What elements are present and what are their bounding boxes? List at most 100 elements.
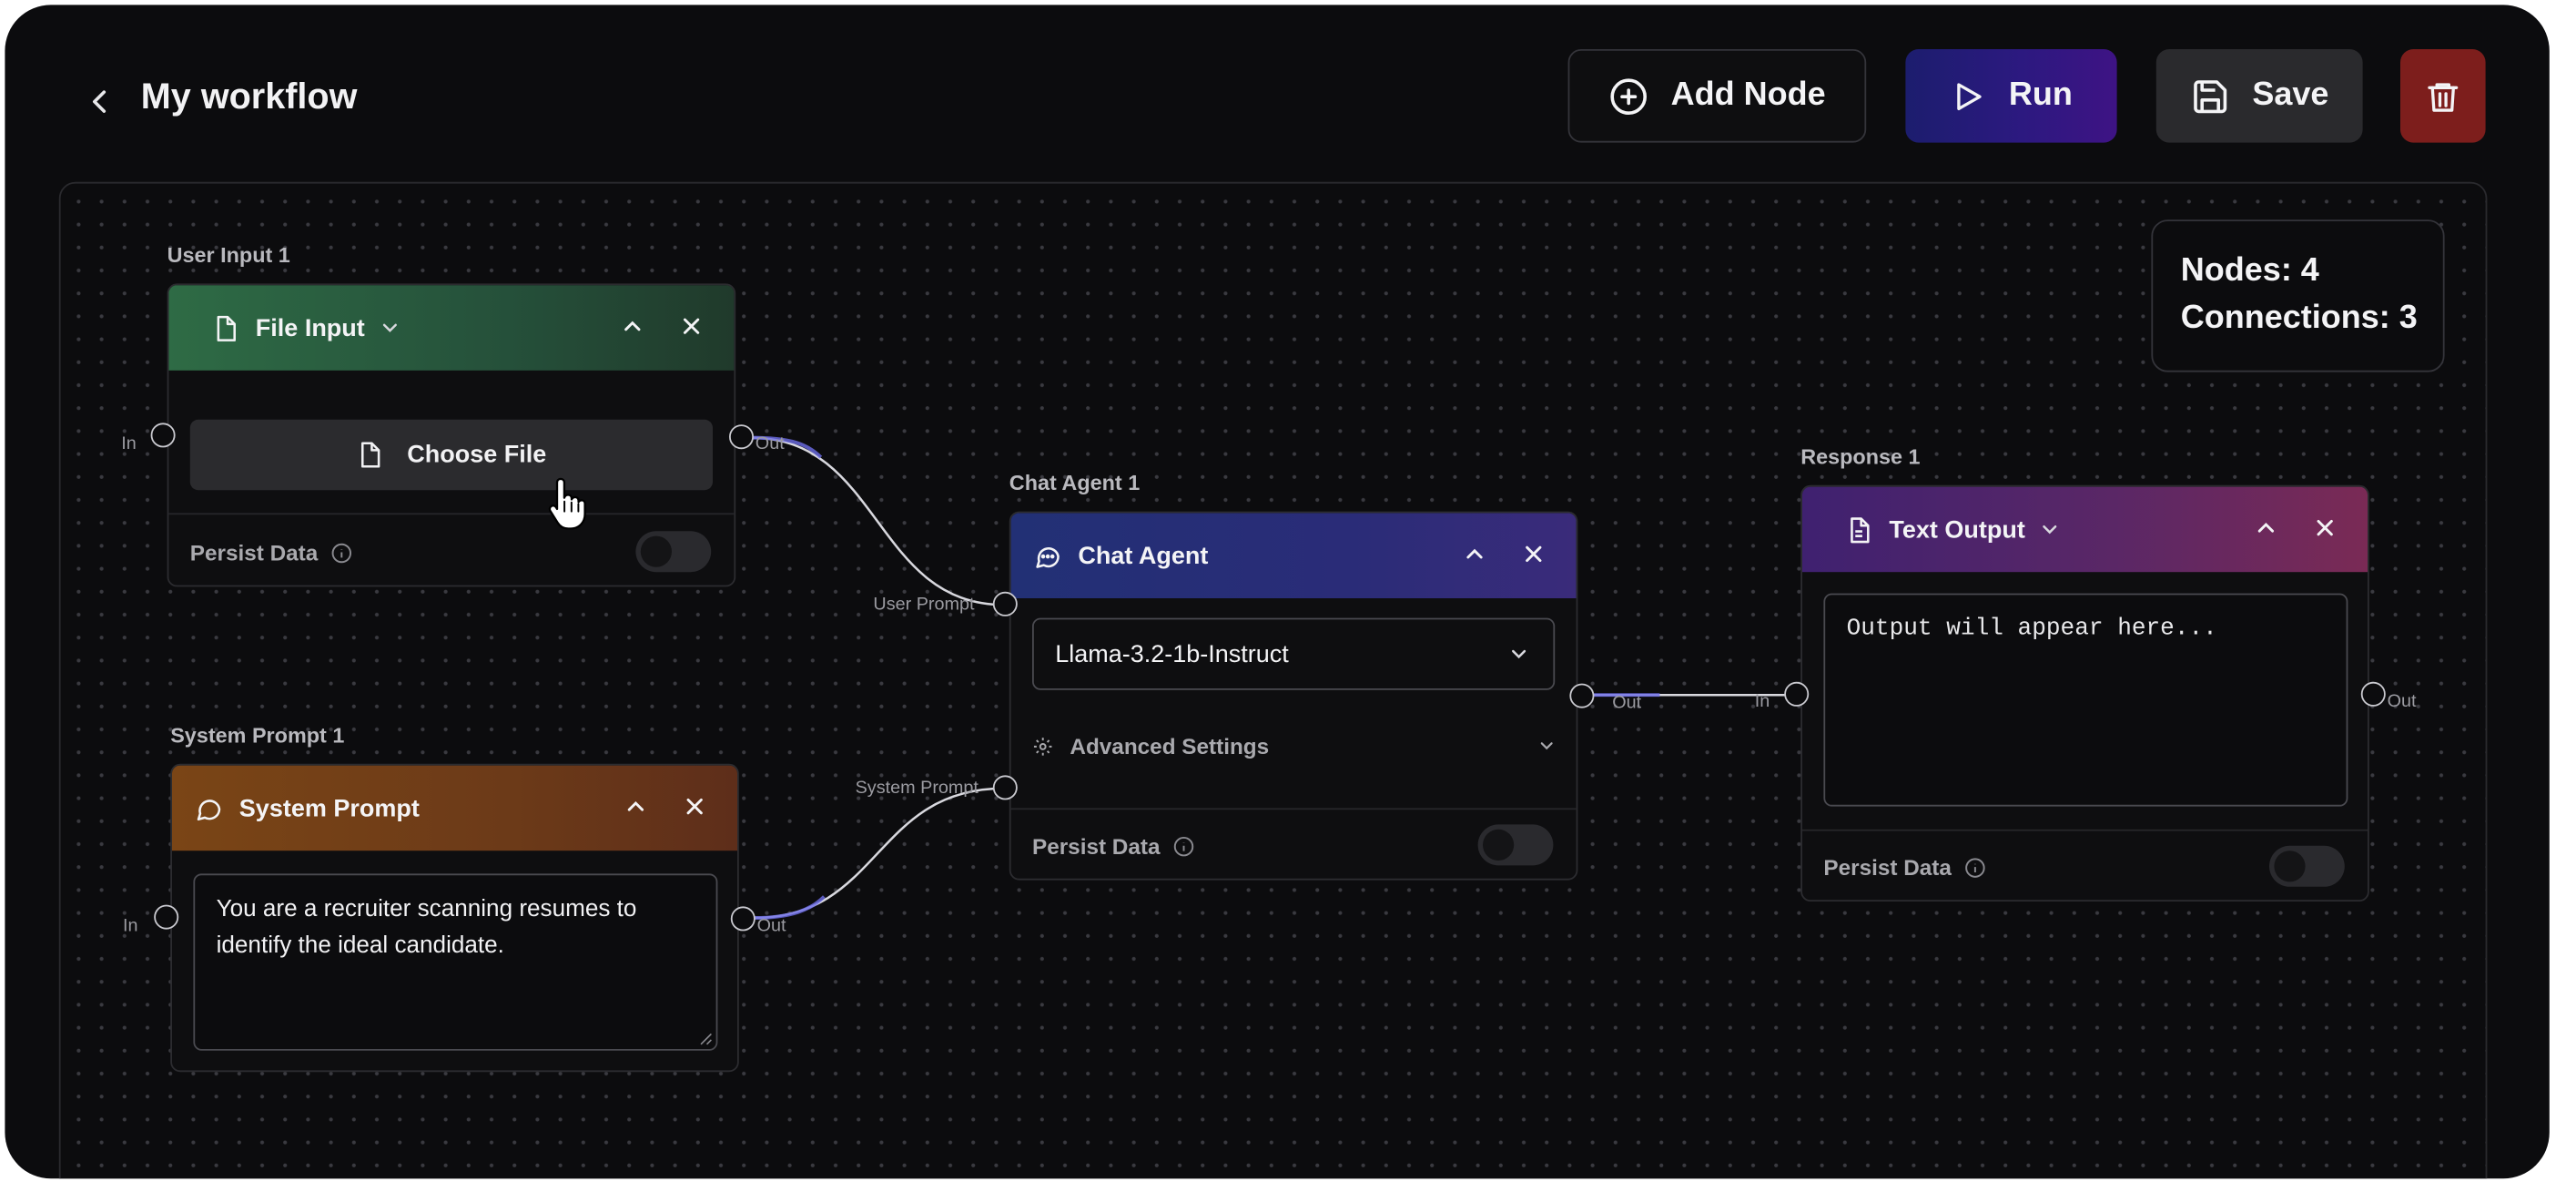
persist-data-toggle[interactable] — [1477, 824, 1554, 866]
file-input-out-label: Out — [755, 434, 785, 454]
connection-file-to-chat — [750, 436, 1005, 606]
chevron-down-icon[interactable] — [2038, 518, 2061, 541]
text-output-header[interactable]: Text Output — [1802, 486, 2368, 573]
node-label-response: Response 1 — [1800, 443, 1921, 469]
chevron-down-icon — [1512, 649, 1526, 659]
connection-system-glow — [753, 895, 826, 920]
chevron-up-icon[interactable] — [623, 793, 649, 820]
gear-icon — [1033, 737, 1052, 755]
delete-workflow-button[interactable] — [2400, 49, 2486, 143]
divider — [1802, 829, 2368, 831]
plus-circle-icon — [1610, 77, 1647, 115]
system-prompt-out-port[interactable] — [730, 906, 756, 932]
persist-data-toggle[interactable] — [635, 531, 712, 573]
chevron-left-icon — [92, 90, 106, 113]
chat-agent-node[interactable]: Chat Agent Llama-3.2-1b-Instruct Advance… — [1009, 511, 1578, 881]
run-label: Run — [2008, 76, 2073, 114]
hand-cursor-icon — [548, 477, 586, 530]
system-prompt-text: You are a recruiter scanning resumes to … — [216, 896, 637, 959]
file-icon — [361, 442, 381, 468]
chevron-up-icon[interactable] — [1462, 541, 1488, 567]
chevron-up-icon[interactable] — [2253, 514, 2279, 541]
save-label: Save — [2252, 76, 2329, 114]
workflow-stats: Nodes: 4 Connections: 3 — [2151, 219, 2445, 372]
node-label-system-prompt: System Prompt 1 — [170, 722, 345, 748]
text-output-out-label: Out — [2387, 691, 2417, 712]
resize-handle-icon[interactable] — [698, 1031, 713, 1045]
system-prompt-out-label: Out — [756, 916, 786, 936]
persist-data-row: Persist Data — [190, 541, 352, 565]
advanced-settings-toggle[interactable]: Advanced Settings — [1032, 726, 1557, 765]
output-placeholder: Output will appear here... — [1846, 616, 2217, 643]
file-input-out-port[interactable] — [729, 424, 754, 450]
output-textarea[interactable]: Output will appear here... — [1823, 593, 2348, 807]
chevron-down-icon — [1540, 742, 1553, 750]
file-input-header[interactable]: File Input — [168, 285, 735, 371]
text-output-in-label: In — [1754, 691, 1770, 712]
system-prompt-in-port[interactable] — [154, 904, 179, 930]
file-input-in-port[interactable] — [150, 423, 176, 448]
save-button[interactable]: Save — [2155, 49, 2363, 143]
persist-data-label: Persist Data — [1823, 855, 1952, 881]
model-select[interactable]: Llama-3.2-1b-Instruct — [1032, 617, 1556, 690]
close-icon[interactable] — [678, 313, 705, 340]
close-icon[interactable] — [2312, 514, 2338, 541]
chat-agent-user-prompt-label: User Prompt — [873, 595, 975, 615]
choose-file-button[interactable]: Choose File — [189, 419, 713, 491]
add-node-button[interactable]: Add Node — [1567, 49, 1867, 143]
close-icon[interactable] — [1520, 541, 1547, 567]
close-icon[interactable] — [682, 793, 708, 820]
file-input-in-label: In — [121, 434, 137, 454]
system-prompt-header[interactable]: System Prompt — [172, 765, 737, 851]
save-icon — [2193, 79, 2226, 113]
workflow-app: My workflow Add Node Run Save Nodes: 4 C… — [5, 5, 2550, 1179]
system-prompt-node[interactable]: System Prompt You are a recruiter scanni… — [170, 763, 739, 1073]
file-icon — [211, 314, 239, 342]
chat-agent-header[interactable]: Chat Agent — [1010, 513, 1577, 598]
node-label-chat-agent: Chat Agent 1 — [1009, 470, 1141, 495]
page-title: My workflow — [140, 75, 358, 117]
play-icon — [1957, 82, 1982, 110]
persist-data-row: Persist Data — [1032, 834, 1194, 859]
info-icon — [1965, 858, 1985, 878]
persist-data-label: Persist Data — [189, 541, 319, 565]
advanced-settings-label: Advanced Settings — [1070, 733, 1270, 759]
connections-layer — [750, 435, 1796, 920]
chat-agent-system-prompt-port[interactable] — [992, 775, 1018, 800]
connection-system-to-chat — [753, 787, 1005, 920]
text-output-out-port[interactable] — [2360, 681, 2386, 707]
choose-file-label: Choose File — [407, 441, 547, 469]
text-output-node[interactable]: Text Output Output will appear here... P… — [1800, 484, 2369, 902]
file-text-icon — [1845, 515, 1873, 544]
file-input-title: File Input — [255, 313, 365, 342]
chevron-up-icon[interactable] — [619, 313, 645, 340]
persist-data-label: Persist Data — [1032, 834, 1161, 860]
chat-agent-system-prompt-label: System Prompt — [855, 779, 979, 799]
node-label-user-input: User Input 1 — [167, 242, 290, 268]
model-select-value: Llama-3.2-1b-Instruct — [1055, 639, 1289, 668]
trash-icon — [2428, 82, 2459, 111]
back-button[interactable] — [77, 78, 123, 124]
connection-file-glow — [750, 435, 823, 459]
system-prompt-textarea[interactable]: You are a recruiter scanning resumes to … — [193, 873, 718, 1051]
divider — [168, 513, 735, 515]
chat-agent-title: Chat Agent — [1078, 541, 1209, 570]
add-node-label: Add Node — [1670, 76, 1826, 114]
message-circle-icon — [1034, 542, 1062, 570]
chat-agent-out-port[interactable] — [1569, 683, 1595, 708]
info-icon — [1173, 836, 1194, 857]
chat-agent-out-label: Out — [1612, 693, 1642, 713]
info-icon — [331, 543, 352, 564]
connections-count: Connections: 3 — [2180, 300, 2418, 336]
persist-data-toggle[interactable] — [2269, 845, 2345, 887]
nodes-count: Nodes: 4 — [2180, 252, 2319, 289]
text-output-in-port[interactable] — [1784, 681, 1810, 707]
message-circle-icon — [195, 794, 223, 822]
system-prompt-title: System Prompt — [238, 794, 420, 822]
system-prompt-in-label: In — [123, 916, 138, 936]
file-input-node[interactable]: File Input Choose File Persist Data — [167, 283, 736, 587]
persist-data-row: Persist Data — [1823, 856, 1985, 881]
run-button[interactable]: Run — [1905, 49, 2117, 143]
chevron-down-icon[interactable] — [378, 316, 401, 339]
chat-agent-user-prompt-port[interactable] — [992, 591, 1018, 616]
